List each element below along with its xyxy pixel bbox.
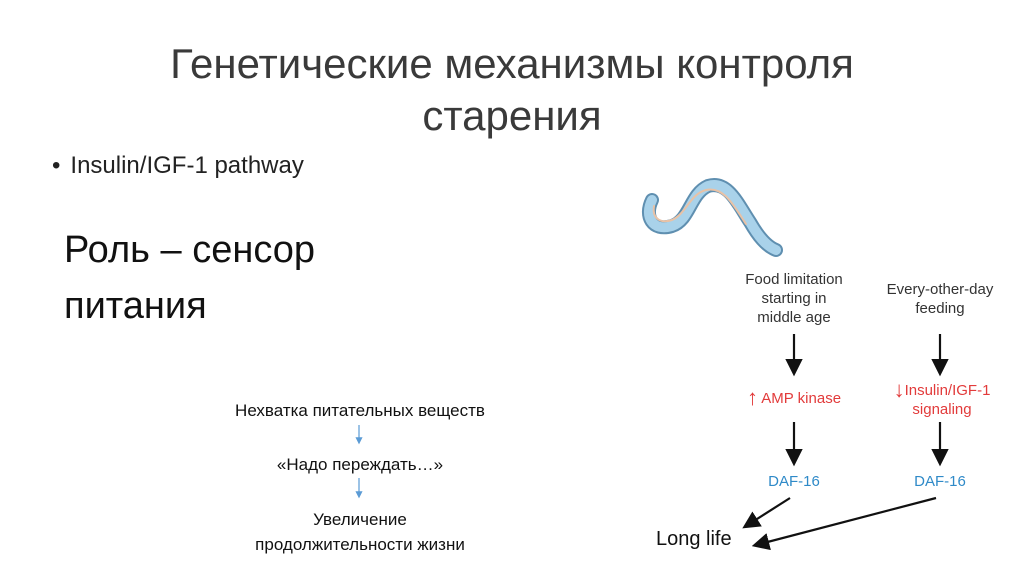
outcome-label: Long life [656, 528, 732, 550]
col2-condition: Every-other-day feeding [870, 280, 1010, 318]
col1-effect: ↑ AMP kinase [724, 385, 864, 410]
up-arrow-icon: ↑ [746, 385, 758, 410]
col2-effect-line-2: signaling [912, 401, 972, 418]
flow-step-2: «Надо переждать…» [276, 455, 444, 474]
col1-target: DAF-16 [768, 473, 820, 490]
role-line-1: Роль – сенсор [64, 229, 316, 271]
col2-condition-line-2: feeding [915, 300, 965, 317]
flow-step-3-line-2: продолжительности жизни [255, 535, 465, 554]
flow-step-1: Нехватка питательных веществ [235, 401, 485, 420]
col1-effect-label: AMP kinase [761, 390, 842, 407]
role-line-2: питания [64, 285, 207, 327]
flow-step-3-line-1: Увеличение [313, 510, 407, 529]
col1-condition-line-3: middle age [757, 309, 831, 326]
col2-effect: ↓Insulin/IGF-1 signaling [874, 377, 1010, 419]
bullet-dot-icon: • [52, 152, 61, 179]
col2-condition-line-1: Every-other-day [886, 281, 994, 298]
col2-to-outcome-arrow [751, 496, 937, 551]
col1-condition: Food limitation starting in middle age [724, 270, 864, 327]
slide-title: Генетические механизмы контроля старения [0, 38, 1024, 142]
worm-icon [641, 178, 783, 257]
down-arrow-icon: ↓ [893, 377, 905, 402]
col1-to-outcome-arrow [742, 497, 791, 529]
col2-effect-line-1: Insulin/IGF-1 [904, 382, 991, 399]
bullet-text: Insulin/IGF-1 pathway [70, 152, 304, 179]
bullet-item: • Insulin/IGF-1 pathway [52, 152, 304, 180]
role-heading: Роль – сенсор питания [64, 222, 315, 334]
title-line-1: Генетические механизмы контроля [170, 40, 854, 87]
col2-target: DAF-16 [914, 473, 966, 490]
flow-step-3: Увеличение продолжительности жизни [180, 507, 540, 557]
col1-condition-line-2: starting in [761, 290, 827, 307]
title-line-2: старения [422, 92, 602, 139]
col1-condition-line-1: Food limitation [745, 271, 843, 288]
